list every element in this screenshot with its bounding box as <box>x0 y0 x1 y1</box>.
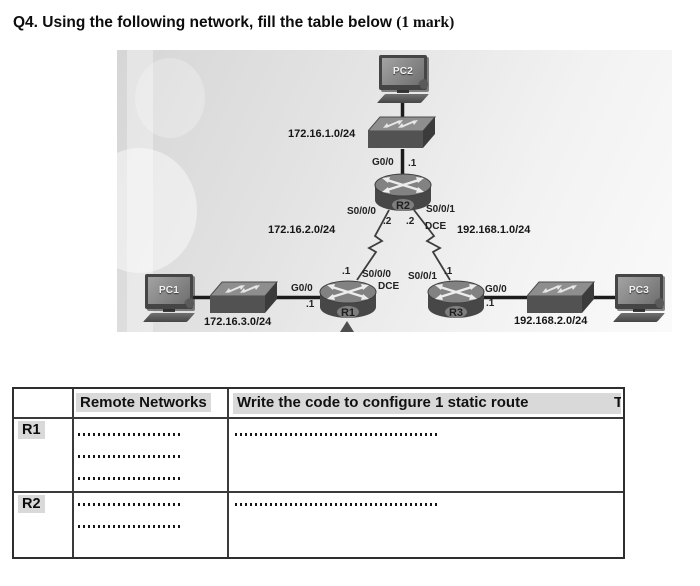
table-row-border-2 <box>14 491 623 493</box>
pc3-mouse-icon <box>656 298 664 308</box>
r2-s001-ip: .2 <box>406 216 415 227</box>
col-header-clipped-char: T <box>614 394 621 411</box>
network-label-172-16-1: 172.16.1.0/24 <box>288 128 356 140</box>
router-r1-icon: R1 <box>319 280 377 319</box>
question-marks: (1 mark) <box>396 14 455 31</box>
router-r3-icon: R3 <box>427 280 485 319</box>
row-label-r2: R2 <box>18 495 45 513</box>
switch-bottom-left-icon <box>210 281 278 313</box>
pc2-mouse-icon <box>420 79 428 89</box>
router-r1-label: R1 <box>341 307 355 319</box>
network-label-192-168-1: 192.168.1.0/24 <box>457 224 531 236</box>
pc1-mouse-icon <box>186 298 194 308</box>
pc3-monitor-icon: PC3 <box>615 274 664 309</box>
pc3-host: PC3 <box>610 274 668 322</box>
r1-g00-label: G0/0 <box>291 283 313 294</box>
router-r2-label: R2 <box>396 200 410 212</box>
r1-s000-ip: .1 <box>342 266 351 277</box>
pc2-stand <box>397 90 409 93</box>
pc3-keyboard-icon <box>612 313 666 322</box>
watermark-circle <box>117 148 197 273</box>
pc3-label: PC3 <box>618 277 660 304</box>
r3-g00-ip: .1 <box>486 298 495 309</box>
router-r2-icon: R2 <box>374 173 432 212</box>
network-label-172-16-2: 172.16.2.0/24 <box>268 224 336 236</box>
r2-g00-ip: .1 <box>408 158 417 169</box>
r3-s001-label: S0/0/1 <box>408 271 437 282</box>
router-r3-label: R3 <box>449 307 463 319</box>
r2-static-route-blank <box>235 503 437 506</box>
r2-s000-label: S0/0/0 <box>347 206 376 217</box>
table-row-border-1 <box>14 417 623 419</box>
col-header-remote-networks: Remote Networks <box>76 393 211 412</box>
r2-g00-label: G0/0 <box>372 157 394 168</box>
r1-static-route-blank <box>235 433 437 436</box>
row-label-r1: R1 <box>18 421 45 439</box>
pc1-keyboard-icon <box>142 313 196 322</box>
network-label-172-16-3: 172.16.3.0/24 <box>204 316 272 328</box>
pc2-monitor-icon: PC2 <box>379 55 428 90</box>
pc1-host: PC1 <box>140 274 198 322</box>
r2-s000-ip: .2 <box>383 216 392 227</box>
r1-remote-networks-blank-1 <box>78 433 180 436</box>
table-column-border-2 <box>227 389 229 557</box>
table-column-border-1 <box>72 389 74 557</box>
pointer-arrow <box>340 321 354 332</box>
watermark-circle-small <box>135 58 205 138</box>
r2-dce-label: DCE <box>425 221 447 232</box>
r1-dce-label: DCE <box>378 281 400 292</box>
answer-table: Remote Networks Write the code to config… <box>12 387 625 559</box>
r1-g00-ip: .1 <box>306 299 315 310</box>
pc1-monitor-icon: PC1 <box>145 274 194 309</box>
r1-remote-networks-blank-3 <box>78 477 180 480</box>
col-header-static-route: Write the code to configure 1 static rou… <box>233 393 621 414</box>
r3-g00-label: G0/0 <box>485 284 507 295</box>
row-label-r1-text: R1 <box>18 421 45 439</box>
col-header-remote-networks-text: Remote Networks <box>76 393 211 412</box>
r3-s001-ip: .1 <box>444 266 453 277</box>
switch-top-icon <box>368 116 436 148</box>
pc1-label: PC1 <box>148 277 190 304</box>
pc2-host: PC2 <box>374 55 432 103</box>
r1-remote-networks-blank-2 <box>78 455 180 458</box>
pc2-keyboard-icon <box>376 94 430 103</box>
r2-s001-label: S0/0/1 <box>426 204 455 215</box>
r2-remote-networks-blank-2 <box>78 525 180 528</box>
pc3-stand <box>633 309 645 312</box>
question-title-main: Q4. Using the following network, fill th… <box>13 14 397 31</box>
network-label-192-168-2: 192.168.2.0/24 <box>514 315 588 327</box>
pc2-label: PC2 <box>382 58 424 85</box>
question-title: Q4. Using the following network, fill th… <box>13 14 454 32</box>
switch-bottom-right-icon <box>527 281 595 313</box>
col-header-static-route-text: Write the code to configure 1 static rou… <box>237 394 529 411</box>
row-label-r2-text: R2 <box>18 495 45 513</box>
pc1-stand <box>163 309 175 312</box>
r1-s000-label: S0/0/0 <box>362 269 391 280</box>
r2-remote-networks-blank-1 <box>78 503 180 506</box>
